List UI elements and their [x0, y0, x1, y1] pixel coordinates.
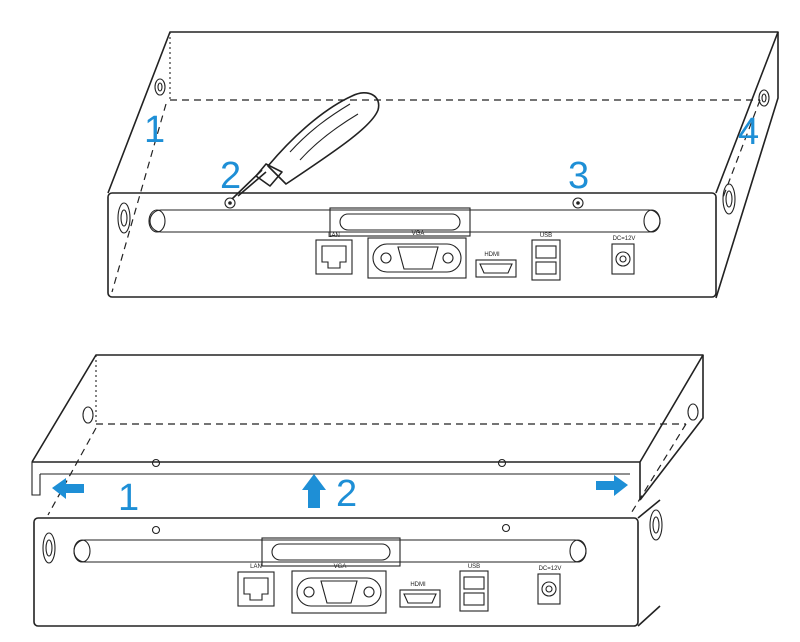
top-power-label: DC=12V [613, 236, 636, 242]
top-port-power: DC=12V [611, 236, 636, 275]
top-front-rail [148, 207, 661, 237]
bottom-lan-label: LAN [250, 564, 262, 570]
top-step-2: 2 [220, 155, 241, 197]
bottom-hidden-right-edge [629, 423, 687, 516]
bottom-front-rail [73, 537, 587, 567]
top-screw-2 [224, 197, 236, 209]
top-cover-outline [107, 31, 779, 194]
bottom-step-2: 2 [336, 473, 357, 515]
top-hidden-left-edge [111, 103, 167, 293]
top-right-foot [722, 183, 736, 215]
top-view: LAN VGA HDMI USB DC=12V [107, 31, 779, 299]
top-port-lan: LAN [315, 233, 353, 275]
top-hdmi-label: HDMI [484, 252, 500, 258]
top-hidden-right-edge [721, 99, 761, 201]
top-screw-1 [154, 78, 166, 96]
bottom-port-power: DC=12V [537, 566, 562, 605]
bottom-left-foot [42, 532, 56, 564]
bottom-step-1: 1 [118, 477, 139, 519]
bottom-view: LAN VGA HDMI USB DC=12V [31, 354, 704, 627]
top-left-foot [117, 202, 131, 234]
top-vga-label: VGA [412, 231, 425, 237]
bottom-usb-label: USB [468, 564, 480, 570]
top-step-3: 3 [568, 155, 589, 197]
bottom-hidden-left-edge [47, 427, 97, 516]
top-front-panel [107, 192, 717, 298]
top-step-4: 4 [738, 111, 759, 153]
top-lan-label: LAN [328, 233, 340, 239]
top-screw-4 [758, 89, 770, 107]
bottom-right-foot [649, 509, 663, 541]
top-step-1: 1 [144, 109, 165, 151]
arrow-right-icon [596, 475, 628, 496]
top-port-vga: VGA [367, 231, 467, 279]
top-cover-right-side [715, 32, 779, 299]
bottom-hdmi-label: HDMI [410, 582, 426, 588]
top-port-usb: USB [531, 233, 561, 281]
bottom-front-panel [33, 517, 639, 627]
arrow-up-icon [302, 474, 326, 508]
top-usb-label: USB [540, 233, 552, 239]
bottom-vga-label: VGA [334, 564, 347, 570]
bottom-port-hdmi: HDMI [399, 582, 441, 608]
bottom-power-label: DC=12V [539, 566, 562, 572]
arrow-left-icon [52, 478, 84, 499]
bottom-port-usb: USB [459, 564, 489, 612]
top-screw-3 [572, 197, 584, 209]
bottom-cover-right-side [639, 355, 704, 501]
bottom-port-vga: VGA [291, 564, 387, 614]
top-port-hdmi: HDMI [475, 252, 517, 278]
bottom-port-lan: LAN [237, 564, 275, 607]
screwdriver-icon [231, 92, 380, 200]
